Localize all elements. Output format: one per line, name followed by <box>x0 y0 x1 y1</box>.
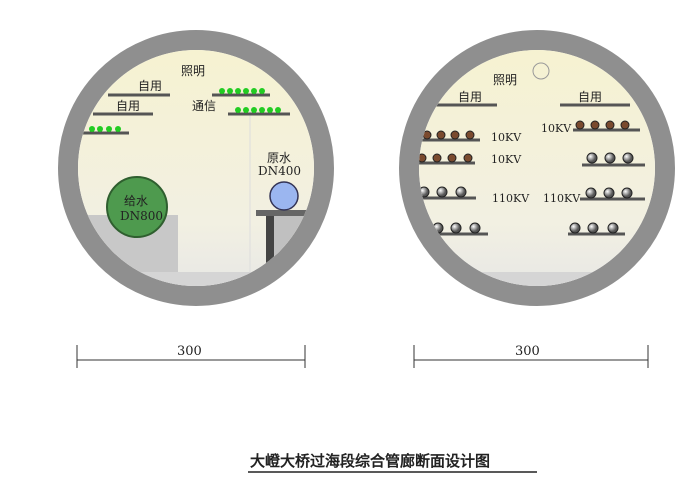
label-raw-water: 原水 <box>267 151 291 165</box>
supply-water-pipe <box>106 176 168 238</box>
cables-10kv <box>419 120 630 163</box>
right-section: 照明 自用 自用 10KV 10KV 10KV 110KV 110KV <box>399 30 675 306</box>
label-self-use: 自用 <box>116 99 140 113</box>
label-self-use: 自用 <box>138 79 162 93</box>
label-supply-dn: DN800 <box>120 209 163 223</box>
label-raw-dn: DN400 <box>258 164 301 178</box>
dimension-lines <box>76 345 649 368</box>
right-dimension: 300 <box>515 344 540 359</box>
label-lighting: 照明 <box>181 64 205 78</box>
cable-trays-left <box>82 93 290 135</box>
left-dimension: 300 <box>177 344 202 359</box>
label-lighting: 照明 <box>493 73 517 87</box>
label-self-use: 自用 <box>458 90 482 104</box>
cable-trays-right <box>419 103 645 236</box>
cables-110kv <box>419 152 634 234</box>
label-10kv: 10KV <box>491 131 522 144</box>
label-110kv: 110KV <box>543 192 581 205</box>
label-10kv: 10KV <box>541 122 572 135</box>
label-supply-water: 给水 <box>124 194 148 208</box>
raw-water-pipe <box>269 181 299 211</box>
label-self-use: 自用 <box>578 90 602 104</box>
label-telecom: 通信 <box>192 99 216 113</box>
left-section: 照明 自用 自用 通信 给水 DN800 原水 DN400 <box>58 30 334 306</box>
raw-pipe-support <box>266 214 274 286</box>
label-110kv: 110KV <box>492 192 530 205</box>
label-10kv: 10KV <box>491 153 522 166</box>
left-tunnel-ring <box>58 30 334 306</box>
drawing-title: 大嶝大桥过海段综合管廊断面设计图 <box>250 452 490 470</box>
telecom-cables <box>89 88 281 132</box>
right-tunnel-ring <box>399 30 675 306</box>
lighting-fixture <box>532 62 550 80</box>
